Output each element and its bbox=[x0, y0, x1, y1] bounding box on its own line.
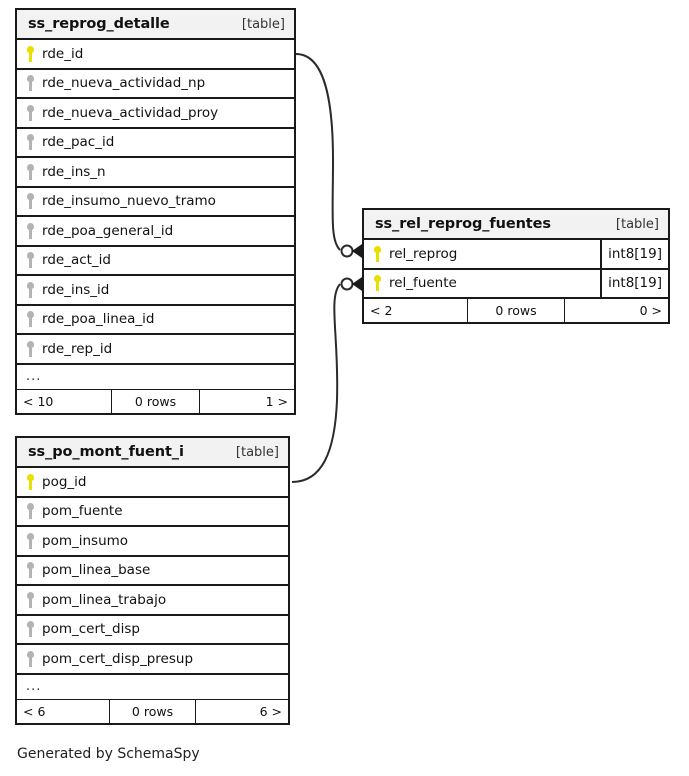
column-name: pom_cert_disp_presup bbox=[42, 650, 194, 667]
column-name: rde_rep_id bbox=[42, 340, 113, 357]
column-row-rde-poa-linea-id[interactable]: rde_poa_linea_id bbox=[17, 305, 294, 335]
column-row-pom-linea-base[interactable]: pom_linea_base bbox=[17, 556, 288, 586]
table-ss-rel-reprog-fuentes[interactable]: ss_rel_reprog_fuentes [table] rel_reprog… bbox=[362, 208, 670, 324]
footer-row-count: 0 rows bbox=[110, 389, 201, 413]
column-name: rel_fuente bbox=[389, 275, 457, 292]
column-row-rde-id[interactable]: rde_id bbox=[17, 40, 294, 70]
relationship-line-rde-id-to-rel-reprog bbox=[295, 53, 341, 251]
relationship-endpoint-rel-reprog bbox=[340, 244, 362, 258]
primary-key-icon bbox=[26, 473, 35, 490]
footer-prev-count[interactable]: < 10 bbox=[23, 393, 54, 409]
relationship-line-pog-id-to-rel-fuente bbox=[291, 283, 341, 483]
footer-next-count[interactable]: 0 > bbox=[639, 303, 663, 318]
foreign-key-icon bbox=[26, 650, 35, 667]
table-title: ss_reprog_detalle bbox=[28, 16, 170, 32]
foreign-key-icon bbox=[26, 75, 35, 92]
table-header[interactable]: ss_po_mont_fuent_i [table] bbox=[17, 438, 288, 468]
column-type: int8[19] bbox=[600, 240, 668, 268]
column-row-rde-pac-id[interactable]: rde_pac_id bbox=[17, 128, 294, 158]
primary-key-icon bbox=[373, 245, 382, 262]
generated-by-caption: Generated by SchemaSpy bbox=[17, 746, 200, 762]
column-row-rde-ins-n[interactable]: rde_ins_n bbox=[17, 158, 294, 188]
footer-prev-count[interactable]: < 6 bbox=[23, 703, 46, 719]
foreign-key-icon bbox=[26, 621, 35, 638]
foreign-key-icon bbox=[26, 104, 35, 121]
column-row-pom-cert-disp-presup[interactable]: pom_cert_disp_presup bbox=[17, 645, 288, 675]
foreign-key-icon bbox=[26, 591, 35, 608]
table-ss-po-mont-fuent-i[interactable]: ss_po_mont_fuent_i [table] pog_id pom_fu… bbox=[15, 436, 290, 725]
table-title: ss_rel_reprog_fuentes bbox=[375, 216, 551, 232]
table-kind-label: [table] bbox=[241, 16, 285, 32]
column-row-pog-id[interactable]: pog_id bbox=[17, 468, 288, 498]
foreign-key-icon bbox=[26, 222, 35, 239]
column-row-pom-cert-disp[interactable]: pom_cert_disp bbox=[17, 615, 288, 645]
table-kind-label: [table] bbox=[235, 444, 279, 460]
foreign-key-icon bbox=[26, 503, 35, 520]
table-footer: < 2 0 rows 0 > bbox=[364, 299, 668, 322]
column-row-rde-nueva-actividad-proy[interactable]: rde_nueva_actividad_proy bbox=[17, 99, 294, 129]
table-ss-reprog-detalle[interactable]: ss_reprog_detalle [table] rde_id rde_nue… bbox=[15, 8, 296, 415]
column-name: rde_nueva_actividad_np bbox=[42, 75, 206, 92]
column-name: pom_cert_disp bbox=[42, 621, 140, 638]
foreign-key-icon bbox=[26, 193, 35, 210]
column-name: rde_id bbox=[42, 45, 84, 62]
column-name: rde_pac_id bbox=[42, 134, 115, 151]
more-columns-indicator: ... bbox=[17, 675, 288, 700]
column-row-pom-linea-trabajo[interactable]: pom_linea_trabajo bbox=[17, 586, 288, 616]
column-row-rde-nueva-actividad-np[interactable]: rde_nueva_actividad_np bbox=[17, 69, 294, 99]
column-name: rde_insumo_nuevo_tramo bbox=[42, 193, 216, 210]
foreign-key-icon bbox=[26, 311, 35, 328]
foreign-key-icon bbox=[26, 134, 35, 151]
column-name: pom_insumo bbox=[42, 532, 129, 549]
column-name: rde_nueva_actividad_proy bbox=[42, 104, 219, 121]
footer-row-count: 0 rows bbox=[466, 299, 566, 322]
table-footer: < 10 0 rows 1 > bbox=[17, 389, 294, 413]
column-name: pom_linea_trabajo bbox=[42, 591, 167, 608]
column-row-rde-ins-id[interactable]: rde_ins_id bbox=[17, 276, 294, 306]
foreign-key-icon bbox=[26, 562, 35, 579]
table-kind-label: [table] bbox=[615, 216, 659, 232]
foreign-key-icon bbox=[26, 281, 35, 298]
table-header[interactable]: ss_rel_reprog_fuentes [table] bbox=[364, 210, 668, 240]
column-name: rde_act_id bbox=[42, 252, 111, 269]
column-row-rel-reprog[interactable]: rel_reprog int8[19] bbox=[364, 240, 668, 270]
footer-row-count: 0 rows bbox=[108, 699, 197, 723]
relationship-endpoint-rel-fuente bbox=[340, 277, 362, 291]
table-title: ss_po_mont_fuent_i bbox=[28, 444, 184, 460]
column-row-rde-act-id[interactable]: rde_act_id bbox=[17, 246, 294, 276]
column-name: rde_ins_id bbox=[42, 281, 110, 298]
foreign-key-icon bbox=[26, 252, 35, 269]
column-name: rde_ins_n bbox=[42, 163, 106, 180]
primary-key-icon bbox=[373, 275, 382, 292]
footer-prev-count[interactable]: < 2 bbox=[370, 303, 393, 318]
column-name: rde_poa_linea_id bbox=[42, 311, 155, 328]
column-name: rde_poa_general_id bbox=[42, 222, 174, 239]
foreign-key-icon bbox=[26, 340, 35, 357]
footer-next-count[interactable]: 6 > bbox=[259, 703, 283, 719]
column-name: pom_fuente bbox=[42, 503, 123, 520]
more-columns-indicator: ... bbox=[17, 365, 294, 390]
table-header[interactable]: ss_reprog_detalle [table] bbox=[17, 10, 294, 40]
footer-next-count[interactable]: 1 > bbox=[265, 393, 289, 409]
column-type: int8[19] bbox=[600, 269, 668, 297]
column-row-rde-insumo-nuevo-tramo[interactable]: rde_insumo_nuevo_tramo bbox=[17, 187, 294, 217]
foreign-key-icon bbox=[26, 163, 35, 180]
table-footer: < 6 0 rows 6 > bbox=[17, 699, 288, 723]
column-row-rde-rep-id[interactable]: rde_rep_id bbox=[17, 335, 294, 365]
column-row-rde-poa-general-id[interactable]: rde_poa_general_id bbox=[17, 217, 294, 247]
column-row-rel-fuente[interactable]: rel_fuente int8[19] bbox=[364, 269, 668, 299]
column-name: pom_linea_base bbox=[42, 562, 151, 579]
foreign-key-icon bbox=[26, 532, 35, 549]
column-name: rel_reprog bbox=[389, 245, 458, 262]
column-row-pom-insumo[interactable]: pom_insumo bbox=[17, 527, 288, 557]
column-row-pom-fuente[interactable]: pom_fuente bbox=[17, 497, 288, 527]
column-name: pog_id bbox=[42, 473, 87, 490]
primary-key-icon bbox=[26, 45, 35, 62]
